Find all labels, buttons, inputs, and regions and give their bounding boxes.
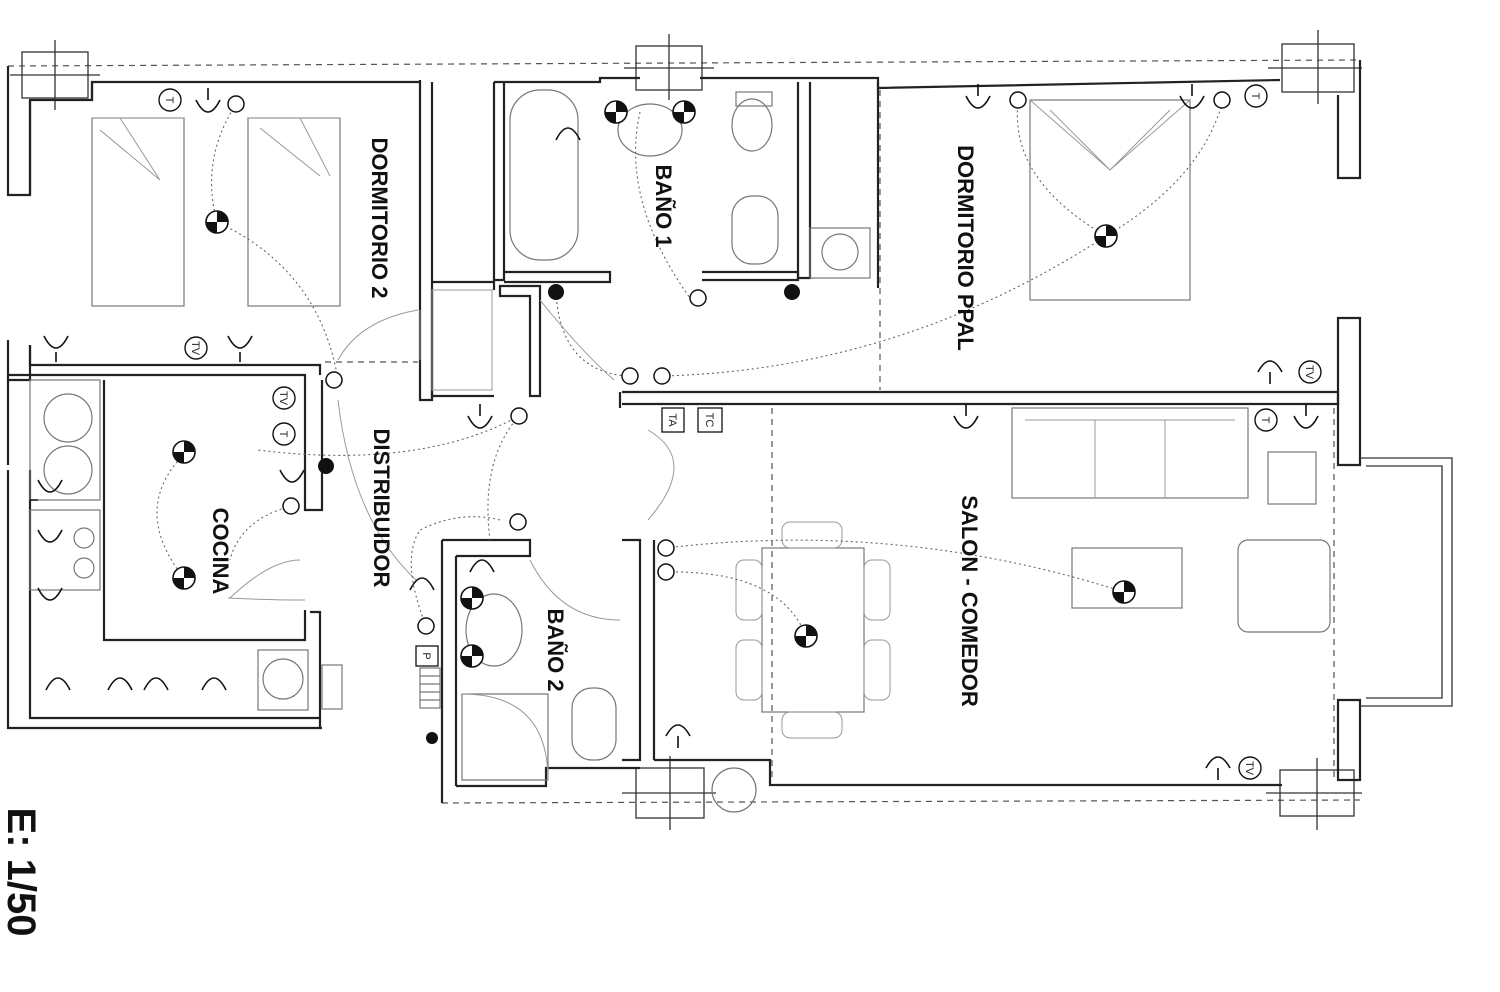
room-label-salon-comedor: SALON - COMEDOR	[957, 495, 982, 707]
light-switches	[227, 91, 1231, 635]
room-label-bano-1: BAÑO 1	[651, 164, 676, 247]
panel-ta-label: TA	[666, 413, 678, 427]
electrical-panels: TA TC P	[415, 407, 723, 744]
door-swings	[227, 299, 675, 621]
communication-points: T TV TV T T TV T TV	[158, 84, 1322, 780]
panel-tc-label: TC	[703, 413, 715, 428]
room-label-dormitorio-2: DORMITORIO 2	[367, 138, 392, 299]
outer-dashed-perimeter	[7, 59, 1361, 804]
tv-label: TV	[1243, 761, 1255, 776]
room-label-cocina: COCINA	[208, 508, 233, 595]
tv-label: TV	[189, 341, 201, 356]
phone-label: T	[1259, 417, 1271, 424]
phone-label: T	[1249, 93, 1261, 100]
power-outlets	[30, 84, 1319, 780]
tv-label: TV	[1303, 365, 1315, 380]
room-labels: DORMITORIO 2 BAÑO 1 DORMITORIO PPAL DIST…	[208, 138, 982, 707]
room-label-dormitorio-ppal: DORMITORIO PPAL	[953, 145, 978, 351]
walls	[6, 60, 1453, 803]
structural-columns	[10, 30, 1362, 830]
furniture	[29, 89, 1331, 813]
phone-label: T	[163, 97, 175, 104]
scale-label: E: 1/50	[0, 808, 43, 937]
tv-label: TV	[277, 391, 289, 406]
room-label-bano-2: BAÑO 2	[543, 608, 568, 691]
phone-label: T	[277, 431, 289, 438]
ceiling-light-points	[172, 100, 1136, 668]
room-label-distribuidor: DISTRIBUIDOR	[369, 429, 394, 588]
door-p-label: P	[420, 652, 432, 659]
area-divisions	[325, 90, 1335, 780]
electrical-circuits	[156, 103, 1223, 637]
